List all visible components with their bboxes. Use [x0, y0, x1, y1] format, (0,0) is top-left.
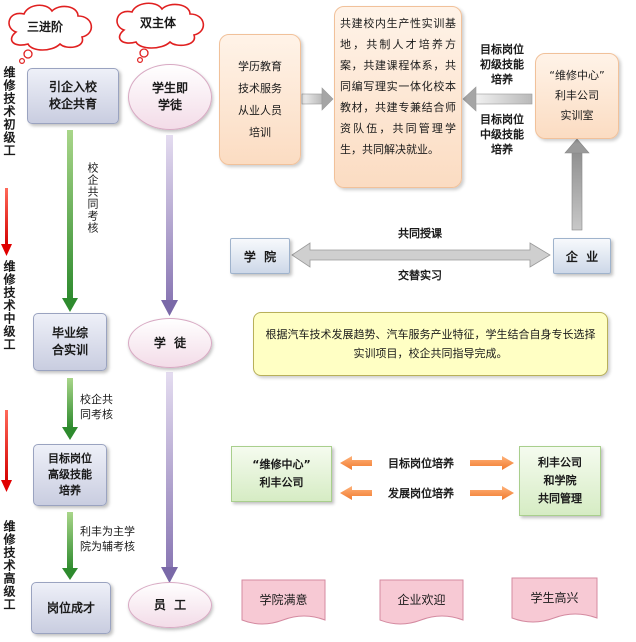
center-to-shared-arrow — [462, 86, 533, 112]
stage-box-school-enterprise-coeducation: 引企入校 校企共育 — [27, 68, 119, 124]
enterprise-box: 企 业 — [553, 238, 611, 274]
stage-box-job-success: 岗位成才 — [31, 582, 111, 634]
school-box: 学 院 — [230, 238, 290, 274]
cloud-shape — [8, 4, 93, 64]
stage-note-joint-assessment: 校企共同考核 — [86, 162, 99, 234]
development-post-training-label: 发展岗位培养 — [388, 487, 454, 500]
role-arrow — [161, 372, 178, 583]
outcome-shape — [379, 579, 464, 625]
training-selection-note: 根据汽车技术发展趋势、汽车服务产业特征，学生结合自身专长选择实训项目，校企共同指… — [253, 312, 608, 376]
school-enterprise-double-arrow — [291, 242, 551, 268]
joint-management-box: 利丰公司 和学院 共同管理 — [519, 446, 601, 516]
level-arrow — [1, 188, 12, 256]
stage-box-graduation-practice: 毕业综 合实训 — [33, 313, 107, 371]
level-arrow — [1, 410, 12, 492]
outcome-shape — [241, 579, 326, 625]
joint-teaching-label: 共同授课 — [398, 227, 442, 240]
stage-arrow — [62, 130, 78, 312]
level-label-intermediate: 维修技术中级工 — [2, 260, 16, 351]
maintenance-center-training-room: “维修中心” 利丰公司 实训室 — [535, 53, 619, 139]
cloud-label-three-stages: 三进阶 — [26, 19, 63, 34]
cloud-label-dual-subjects: 双主体 — [139, 15, 176, 30]
target-primary-skill-label: 目标岗位 初级技能 培养 — [480, 42, 524, 86]
role-student-apprentice: 学生即 学徒 — [128, 64, 212, 130]
stage-note-lifeng-led-assessment: 利丰为主学 院为辅考核 — [80, 525, 135, 553]
outcome-enterprise-welcomes: 企业欢迎 — [397, 592, 446, 607]
target-intermediate-skill-label: 目标岗位 中级技能 培养 — [480, 112, 524, 156]
alternating-internship-label: 交替实习 — [398, 269, 442, 282]
target-post-arrow — [340, 456, 514, 470]
stage-arrow — [62, 378, 78, 440]
target-post-training-label: 目标岗位培养 — [388, 457, 454, 470]
edu-to-shared-arrow — [301, 87, 334, 111]
level-label-primary: 维修技术初级工 — [2, 66, 16, 157]
role-employee: 员 工 — [128, 582, 212, 628]
enterprise-to-center-arrow — [564, 138, 590, 231]
development-post-arrow — [340, 486, 514, 500]
joint-construction-box: 共建校内生产性实训基地，共制人才培养方案，共建课程体系，共同编写理实一体化校本教… — [334, 6, 462, 188]
stage-box-advanced-skill-training: 目标岗位 高级技能 培养 — [33, 444, 107, 506]
cloud-shape — [116, 2, 205, 63]
stage-note-joint-assessment-2: 校企共 同考核 — [80, 393, 113, 421]
outcome-students-happy: 学生高兴 — [530, 590, 579, 605]
outcome-shape — [511, 577, 598, 623]
role-arrow — [161, 135, 178, 316]
level-label-advanced: 维修技术高级工 — [2, 520, 16, 611]
education-services-box: 学历教育 技术服务 从业人员 培训 — [219, 34, 301, 165]
stage-arrow — [62, 512, 78, 580]
role-apprentice: 学 徒 — [128, 318, 212, 368]
outcome-school-satisfied: 学院满意 — [259, 592, 308, 607]
maintenance-center-box: “维修中心” 利丰公司 — [231, 446, 332, 502]
